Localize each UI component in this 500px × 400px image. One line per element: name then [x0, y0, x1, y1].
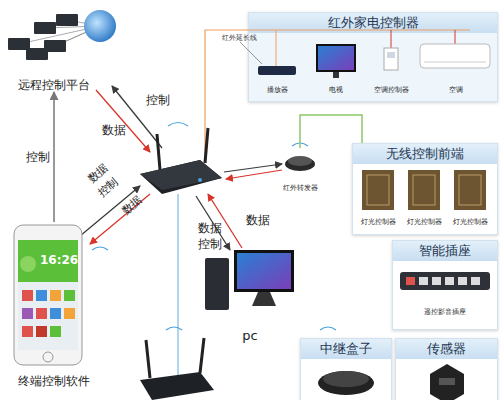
panel-title: 智能插座: [393, 241, 497, 261]
control-arrow: [196, 196, 230, 250]
status-light: [198, 178, 202, 182]
app-icon: [22, 290, 33, 301]
node-label: 红外转发器: [272, 184, 328, 192]
flow-label: 数据: [246, 214, 270, 226]
flow-label: 数据: [198, 222, 222, 234]
flow-label: 控制: [96, 176, 120, 199]
app-icon: [22, 326, 33, 337]
tv-icon: [316, 44, 356, 72]
ac-controller-icon: [387, 52, 395, 58]
light-switch: [362, 170, 394, 210]
phone-body: [14, 225, 82, 365]
node-label: 电视: [310, 86, 362, 94]
socket-outlet: [406, 277, 415, 285]
server-icon: [44, 40, 66, 52]
smiley-icon: [20, 256, 36, 272]
data-arrow: [226, 170, 282, 179]
panel-title: 中继盒子: [301, 339, 391, 359]
app-icon: [50, 308, 61, 319]
node-label: 灯光控制器: [358, 218, 398, 226]
wifi-signal: [166, 327, 182, 330]
socket-outlet: [445, 277, 454, 285]
ir-transponder: [288, 156, 312, 166]
flow-label: 数据: [102, 124, 126, 136]
wifi-signal: [92, 247, 108, 250]
globe-icon: [84, 10, 116, 42]
node-label: 空调控制器: [368, 86, 414, 94]
connector-line: [53, 92, 55, 222]
node-label: 灯光控制器: [450, 218, 490, 226]
light-switch: [367, 175, 389, 205]
network-wire: [177, 194, 178, 376]
light-switch: [413, 175, 435, 205]
socket-outlet: [419, 277, 428, 285]
data-arrow: [90, 194, 150, 244]
app-icon: [50, 290, 61, 301]
server-icon: [34, 22, 56, 34]
app-icon: [50, 326, 61, 337]
flow-label: 控制: [198, 238, 222, 250]
app-icon: [36, 290, 47, 301]
app-icon: [64, 290, 75, 301]
ir-transponder: [285, 157, 315, 171]
light-switch: [408, 170, 440, 210]
node-label: 空调: [418, 86, 494, 94]
app-icon: [64, 308, 75, 319]
edge-label: 控制: [26, 151, 50, 163]
tv-stand: [333, 72, 339, 78]
sensor-display: [439, 378, 455, 385]
antenna: [157, 134, 160, 170]
node-label: 遥控影音插座: [398, 308, 492, 316]
ac-icon: [424, 62, 486, 63]
home-button: [43, 352, 53, 362]
tv-screen: [318, 46, 354, 70]
player-icon: [258, 66, 296, 75]
wifi-signal: [320, 327, 336, 330]
server-icon: [56, 14, 78, 26]
panel-title: 传感器: [396, 339, 497, 359]
app-icon: [36, 326, 47, 337]
socket-strip: [400, 272, 490, 290]
socket-outlet: [458, 277, 467, 285]
node-label: 灯光控制器: [404, 218, 444, 226]
ac-icon: [420, 44, 490, 68]
phone-screen: [18, 240, 78, 282]
router-device: [140, 372, 214, 400]
antenna: [146, 340, 150, 378]
ac-controller-icon: [384, 48, 398, 70]
flow-label: 16:26: [40, 254, 78, 266]
antenna: [205, 128, 208, 163]
node-label: 远程控制平台: [0, 78, 108, 92]
node-label: 播放器: [252, 86, 302, 94]
socket-outlet: [471, 277, 480, 285]
antenna: [200, 338, 204, 373]
monitor-stand: [252, 292, 276, 306]
light-switch: [454, 170, 486, 210]
phone-screen: [18, 240, 78, 350]
infrared-extension-line: [391, 30, 392, 48]
flow-label: 控制: [146, 94, 170, 106]
wifi-signal: [168, 123, 188, 127]
pc-tower: [205, 258, 229, 310]
app-icon: [36, 308, 47, 319]
gateway-device: [140, 160, 222, 190]
flow-label: 红外延长线: [222, 35, 257, 42]
relay-box: [323, 371, 369, 387]
gateway-device: [140, 160, 222, 194]
pc-monitor: [234, 250, 294, 292]
infrared-extension-line: [455, 30, 456, 44]
app-icon: [22, 308, 33, 319]
node-label: pc: [198, 328, 302, 344]
pc-screen: [237, 253, 291, 289]
relay-box: [318, 371, 374, 395]
flow-label: 数据: [120, 194, 144, 217]
light-switch: [459, 175, 481, 205]
infrared-extension-line: [276, 30, 277, 66]
panel-title: 无线控制前端: [353, 144, 497, 164]
node-label: 终端控制软件: [8, 374, 100, 388]
socket-outlet: [432, 277, 441, 285]
